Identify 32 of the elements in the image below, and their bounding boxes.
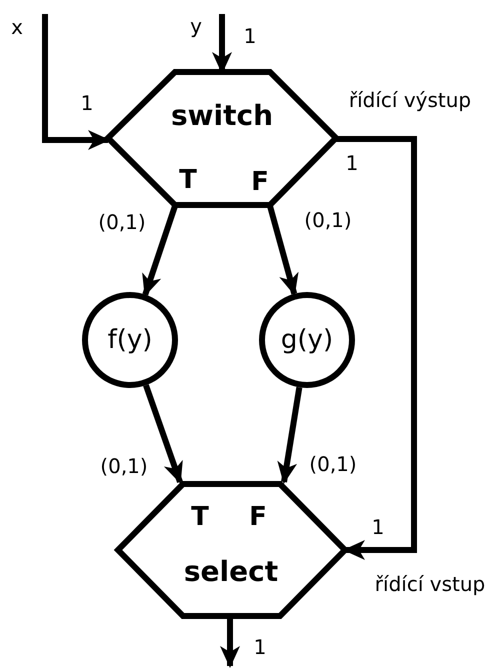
port-label: 1 — [372, 517, 384, 537]
edge-label: (0,1) — [303, 210, 353, 230]
arrow — [143, 384, 183, 484]
switch-hexagon — [105, 69, 339, 208]
edge-label: 1 — [252, 637, 268, 657]
node-label: select — [184, 558, 278, 586]
node-label: T — [191, 504, 209, 530]
port-label: x — [11, 17, 23, 37]
arrow — [336, 136, 417, 560]
node-label: F — [251, 169, 269, 195]
edge-label: (0,1) — [99, 456, 149, 476]
port-label: y — [190, 16, 202, 36]
node-label: F — [249, 504, 267, 530]
function-circle — [82, 292, 178, 388]
port-label: řídící výstup — [348, 90, 472, 110]
node-label: switch — [170, 102, 274, 130]
port-label: řídící vstup — [374, 574, 486, 594]
arrow — [267, 205, 299, 296]
edge-label: (0,1) — [97, 212, 147, 232]
arrow — [277, 386, 302, 484]
node-label: T — [179, 167, 197, 193]
arrow — [42, 14, 110, 150]
node-label: f(y) — [108, 327, 152, 353]
port-label: 1 — [346, 153, 358, 173]
node-label: g(y) — [280, 327, 334, 353]
arrow — [142, 205, 178, 296]
arrow — [220, 617, 240, 668]
edge-label: (0,1) — [308, 454, 358, 474]
function-circle — [259, 292, 355, 388]
edge-label: 1 — [80, 93, 94, 113]
edge-label: 1 — [242, 26, 258, 46]
select-hexagon — [115, 481, 348, 619]
